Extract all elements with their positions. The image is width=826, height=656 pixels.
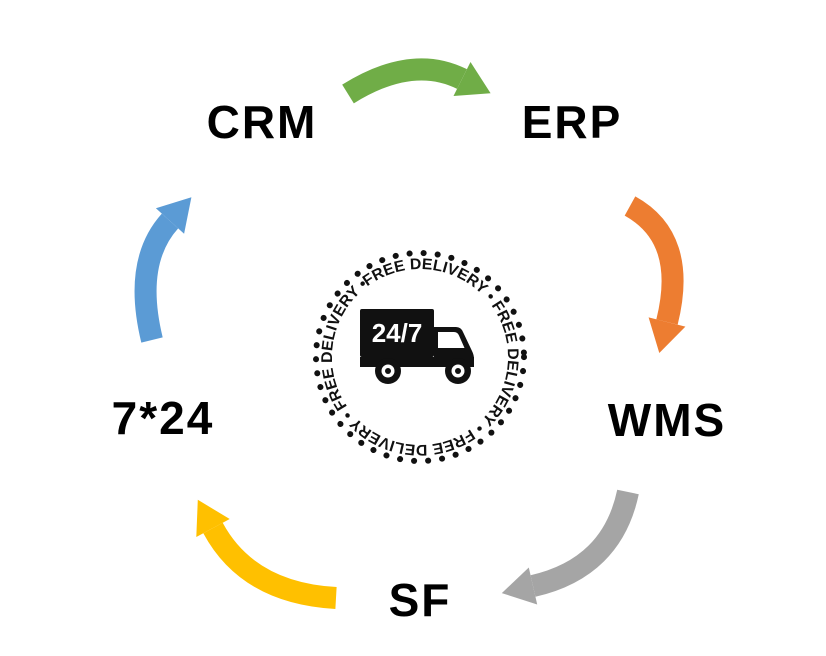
delivery-truck-icon: 24/7 (360, 309, 474, 384)
arrow-wms-to-sf (501, 489, 639, 605)
truck-chassis (360, 357, 474, 367)
arrow-724-to-crm-body (134, 213, 179, 343)
badge-group: FREE DELIVERY • FREE DELIVERY • FREE DEL… (313, 250, 527, 464)
arrow-erp-to-wms-body (624, 196, 684, 325)
arrow-wms-to-sf-head (501, 567, 538, 605)
arrow-crm-to-erp (342, 58, 491, 104)
truck-front-wheel-hub (455, 368, 461, 374)
arrow-sf-to-724-head (196, 499, 230, 537)
arrow-724-to-crm (134, 197, 192, 343)
free-delivery-badge: FREE DELIVERY • FREE DELIVERY • FREE DEL… (313, 250, 527, 464)
arrow-erp-to-wms-head (648, 317, 686, 353)
badge-dotted-ring (313, 250, 527, 464)
node-label-erp: ERP (521, 96, 623, 148)
node-label-724: 7*24 (111, 392, 215, 444)
arrow-crm-to-erp-head (453, 62, 491, 96)
arrow-sf-to-724-body (203, 522, 337, 609)
arrow-wms-to-sf-body (530, 489, 639, 597)
truck-cargo-box (360, 309, 434, 357)
arrow-sf-to-724 (196, 499, 337, 609)
arrow-crm-to-erp-body (342, 58, 467, 104)
badge-247-label: 24/7 (372, 318, 423, 348)
truck-cab-window (438, 332, 465, 348)
arrow-erp-to-wms (624, 196, 686, 353)
truck-rear-wheel-hub (385, 368, 391, 374)
arrow-724-to-crm-head (155, 197, 192, 234)
node-label-wms: WMS (607, 394, 727, 446)
node-label-sf: SF (388, 574, 452, 626)
node-label-crm: CRM (206, 96, 318, 148)
